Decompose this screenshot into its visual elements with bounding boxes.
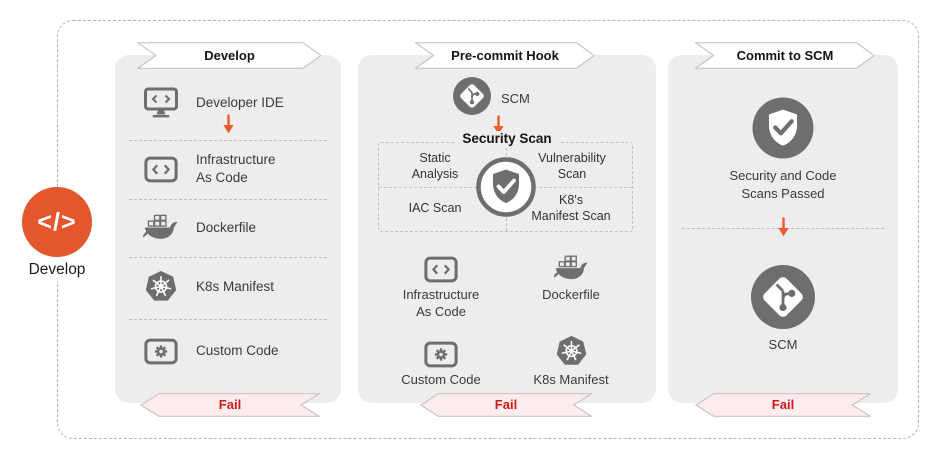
artifact-label: Custom Code xyxy=(401,372,481,388)
artifact-k8s-manifest: K8s Manifest xyxy=(506,330,636,389)
develop-entry-node: </> xyxy=(22,187,92,257)
item-label: K8s Manifest xyxy=(196,279,275,295)
fail-banner-shape xyxy=(140,393,320,417)
item-label: Infrastructure As Code xyxy=(196,152,276,185)
infrastructure-as-code-icon xyxy=(424,245,458,283)
fail-banner: Fail xyxy=(420,393,592,417)
docker-icon xyxy=(139,214,183,243)
panel-pre-commit-hook: Pre-commit Hook SCM Security Scan Static… xyxy=(358,42,656,417)
item-label: Developer IDE xyxy=(196,95,284,111)
security-scan-box: Static Analysis Vulnerability Scan IAC S… xyxy=(378,142,633,232)
item-label: Custom Code xyxy=(196,343,279,359)
shield-check-badge-icon xyxy=(752,97,814,159)
scan-vulnerability: Vulnerability Scan xyxy=(538,150,606,181)
item-dockerfile: Dockerfile xyxy=(139,207,333,249)
artifact-grid: Infrastructure As Code Dockerfile Custom… xyxy=(376,245,636,389)
dashed-divider xyxy=(129,199,327,200)
security-scan-title: Security Scan xyxy=(454,131,560,146)
header-banner-shape xyxy=(695,42,875,69)
git-scm-icon xyxy=(751,265,815,329)
fail-banner: Fail xyxy=(140,393,320,417)
scm-node: SCM xyxy=(453,77,530,120)
infrastructure-as-code-icon xyxy=(139,156,183,183)
fail-label: Fail xyxy=(218,397,242,412)
artifact-label: Dockerfile xyxy=(542,287,600,302)
kubernetes-icon xyxy=(139,270,183,304)
scm-label: SCM xyxy=(768,337,798,352)
docker-icon xyxy=(553,245,590,283)
artifact-dockerfile: Dockerfile xyxy=(506,245,636,320)
item-label: Dockerfile xyxy=(196,220,257,236)
header-label: Pre-commit Hook xyxy=(451,48,559,63)
fail-label: Fail xyxy=(771,397,795,412)
fail-banner-shape xyxy=(420,393,592,417)
scm-label: SCM xyxy=(501,91,530,106)
item-custom-code: Custom Code xyxy=(139,331,333,371)
dashed-divider xyxy=(129,257,327,258)
git-scm-icon xyxy=(453,77,491,120)
item-infrastructure-as-code: Infrastructure As Code xyxy=(139,147,333,191)
dashed-divider xyxy=(129,140,327,141)
item-k8s-manifest: K8s Manifest xyxy=(139,265,333,309)
panel-commit-header: Commit to SCM xyxy=(695,42,875,69)
code-icon: </> xyxy=(37,207,77,236)
custom-code-icon xyxy=(424,330,458,368)
shield-check-icon xyxy=(474,155,538,219)
fail-label: Fail xyxy=(494,397,518,412)
kubernetes-icon xyxy=(554,330,589,368)
custom-code-icon xyxy=(139,338,183,365)
scans-passed-label: Security and Code Scans Passed xyxy=(729,168,837,201)
header-banner-shape xyxy=(415,42,595,69)
fail-banner: Fail xyxy=(695,393,871,417)
fail-banner-shape xyxy=(695,393,871,417)
scan-k8s-manifest: K8's Manifest Scan xyxy=(531,192,611,223)
dashed-divider xyxy=(129,319,327,320)
artifact-infrastructure-as-code: Infrastructure As Code xyxy=(376,245,506,320)
item-developer-ide: Developer IDE xyxy=(139,85,333,121)
panel-develop: Develop Developer IDE Infrastructure As … xyxy=(115,42,341,417)
artifact-label: K8s Manifest xyxy=(533,372,609,388)
flow-arrow-icon xyxy=(777,217,790,237)
artifact-label: Infrastructure As Code xyxy=(402,287,480,319)
developer-ide-icon xyxy=(139,87,183,119)
develop-entry-label: Develop xyxy=(10,259,104,281)
artifact-custom-code: Custom Code xyxy=(376,330,506,389)
scan-static-analysis: Static Analysis xyxy=(411,150,459,181)
header-label: Develop xyxy=(204,48,255,63)
flow-arrow-icon xyxy=(222,114,235,134)
panel-pre-commit-header: Pre-commit Hook xyxy=(415,42,595,69)
panel-commit-to-scm: Commit to SCM Security and Code Scans Pa… xyxy=(668,42,898,417)
panel-develop-header: Develop xyxy=(137,42,322,69)
header-banner-shape xyxy=(137,42,322,69)
header-label: Commit to SCM xyxy=(736,48,834,63)
scan-iac: IAC Scan xyxy=(408,200,462,215)
